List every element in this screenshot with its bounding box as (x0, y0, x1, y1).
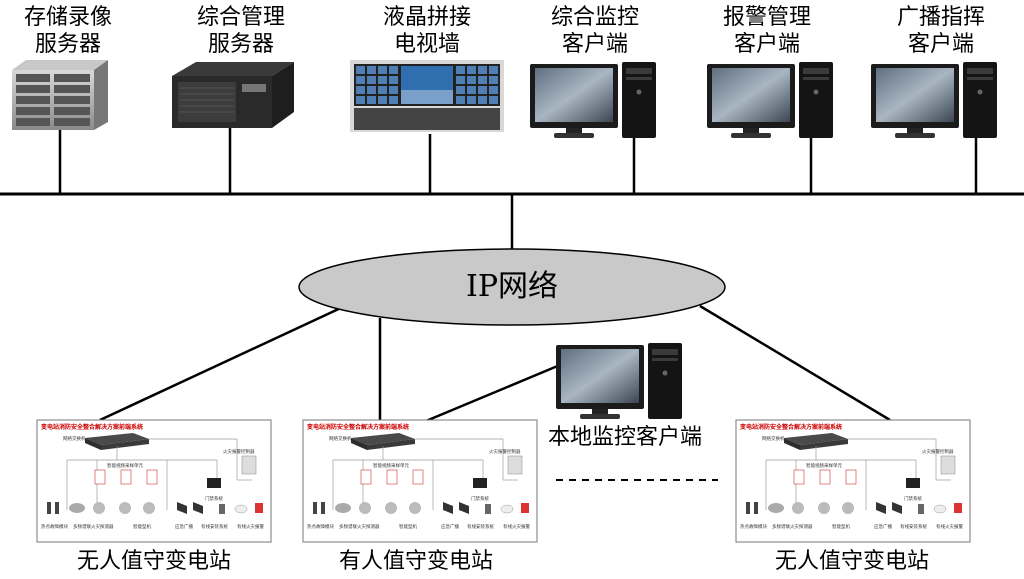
label-line-1: 液晶拼接 (382, 5, 471, 30)
panel-caption: 应急广播 (441, 523, 459, 530)
panel-switch-label: 网络交换机 (762, 435, 785, 442)
station-panel-3: 变电站消防安全整合解决方案前端系统 网络交换机 智能视频采样单元 火灾报警控制器… (735, 419, 971, 543)
panel-caption: 应急广播 (175, 523, 193, 530)
local-client-pc-icon (556, 343, 682, 419)
panel-caption: 多频谱联火灾探测器 (339, 523, 380, 530)
panel-caption: 有线火灾报警 (503, 523, 530, 530)
panel-controller-label: 智能视频采样单元 (806, 462, 842, 469)
panel-caption: 多频谱联火灾探测器 (73, 523, 114, 530)
panel-door-label: 门禁系统 (205, 495, 223, 502)
panel-title: 变电站消防安全整合解决方案前端系统 (41, 423, 143, 431)
label-line-2: 客户端 (907, 32, 974, 57)
label-line-2: 服务器 (207, 32, 274, 57)
panel-switch-label: 网络交换机 (329, 435, 352, 442)
management-server-label: 综合管理 服务器 (186, 4, 296, 58)
station-label-3: 无人值守变电站 (774, 549, 929, 574)
station-label-2: 有人值守变电站 (338, 549, 493, 574)
video-wall-label: 液晶拼接 电视墙 (372, 4, 482, 58)
alarm-client-label: 报警管理 客户端 (712, 4, 822, 58)
monitor-client-label: 综合监控 客户端 (540, 4, 650, 58)
ip-network-ellipse (298, 248, 726, 326)
panel-controller-label: 智能视频采样单元 (107, 462, 143, 469)
panel-caption: 有线安装系统 (900, 523, 927, 530)
local-client-label: 本地监控客户端 (547, 425, 702, 450)
management-server-icon (172, 62, 294, 128)
broadcast-client-label: 广播指挥 客户端 (886, 4, 996, 58)
panel-caption: 热点故障模块 (307, 523, 334, 530)
panel-door-label: 门禁系统 (904, 495, 922, 502)
panel-caption: 智能型机 (133, 523, 151, 530)
label-line-2: 服务器 (34, 32, 101, 57)
device-drop-lines (58, 126, 978, 252)
label-line-1: 综合监控 (550, 5, 639, 30)
panel-caption: 有线火灾报警 (237, 523, 264, 530)
label-line-1: 综合管理 (196, 5, 285, 30)
panel-caption: 热点故障模块 (740, 523, 767, 530)
panel-caption: 有线安装系统 (201, 523, 228, 530)
panel-caption: 智能型机 (399, 523, 417, 530)
label-line-2: 客户端 (733, 32, 800, 57)
label-line-1: 存储录像 (23, 5, 112, 30)
panel-door-label: 门禁系统 (471, 495, 489, 502)
monitor-client-pc-icon (530, 62, 656, 138)
alarm-client-pc-icon (707, 62, 833, 138)
panel-alarm-host-label: 火灾报警控制器 (223, 448, 255, 455)
panel-caption: 多频谱联火灾探测器 (772, 523, 813, 530)
panel-caption: 有线火灾报警 (936, 523, 963, 530)
panel-title: 变电站消防安全整合解决方案前端系统 (307, 423, 409, 431)
storage-server-label: 存储录像 服务器 (18, 4, 118, 58)
panel-caption: 应急广播 (874, 523, 892, 530)
storage-server-icon (12, 60, 108, 130)
label-line-2: 电视墙 (393, 32, 460, 57)
panel-switch-label: 网络交换机 (63, 435, 86, 442)
panel-caption: 有线安装系统 (467, 523, 494, 530)
ip-network-label: IP网络 (465, 269, 559, 304)
panel-controller-label: 智能视频采样单元 (373, 462, 409, 469)
panel-alarm-host-label: 火灾报警控制器 (922, 448, 954, 455)
panel-alarm-host-label: 火灾报警控制器 (489, 448, 521, 455)
label-line-1: 报警管理 (722, 5, 811, 30)
video-wall-icon (350, 60, 504, 132)
label-line-1: 广播指挥 (896, 5, 985, 30)
station-panel-1: 变电站消防安全整合解决方案前端系统 网络交换机 智能视频采样单元 火灾报警控制器… (36, 419, 272, 543)
panel-caption: 热点故障模块 (41, 523, 68, 530)
broadcast-client-pc-icon (871, 62, 997, 138)
panel-caption: 智能型机 (832, 523, 850, 530)
panel-title: 变电站消防安全整合解决方案前端系统 (740, 423, 842, 431)
station-label-1: 无人值守变电站 (76, 549, 231, 574)
label-line-2: 客户端 (561, 32, 628, 57)
station-panel-2: 变电站消防安全整合解决方案前端系统 网络交换机 智能视频采样单元 火灾报警控制器… (302, 419, 538, 543)
